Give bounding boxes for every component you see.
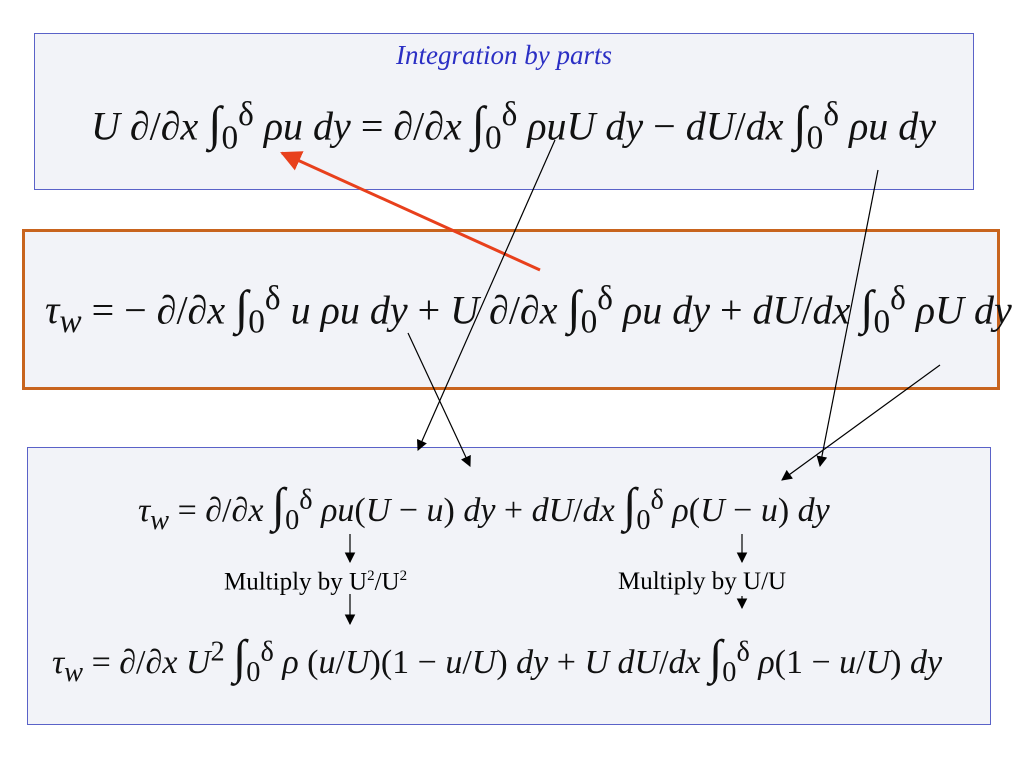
result-box: τw = ∂/∂x ∫0δ ρu(U − u) dy + dU/dx ∫0δ ρ… [27,447,991,725]
red-arrow [280,151,541,272]
arrow-1 [416,139,556,451]
integration-by-parts-box: Integration by parts U ∂/∂x ∫0δ ρu dy = … [34,33,974,190]
arrow-3 [816,169,879,468]
multiply-left-note: Multiply by U2/U2 [224,568,408,596]
multiply-right-note: Multiply by U/U [618,568,787,595]
combined-equation: τw = ∂/∂x ∫0δ ρu(U − u) dy + dU/dx ∫0δ ρ… [138,479,830,536]
box-title: Integration by parts [396,40,612,70]
arrow-4 [781,364,941,481]
wall-shear-box: τw = − ∂/∂x ∫0δ u ρu dy + U ∂/∂x ∫0δ ρu … [22,229,1012,390]
wall-shear-equation: τw = − ∂/∂x ∫0δ u ρu dy + U ∂/∂x ∫0δ ρu … [45,280,1012,341]
final-equation: τw = ∂/∂x U2 ∫0δ ρ (u/U)(1 − u/U) dy + U… [52,631,943,688]
arrow-2 [407,332,471,467]
integration-equation: U ∂/∂x ∫0δ ρu dy = ∂/∂x ∫0δ ρuU dy − dU/… [91,96,937,157]
